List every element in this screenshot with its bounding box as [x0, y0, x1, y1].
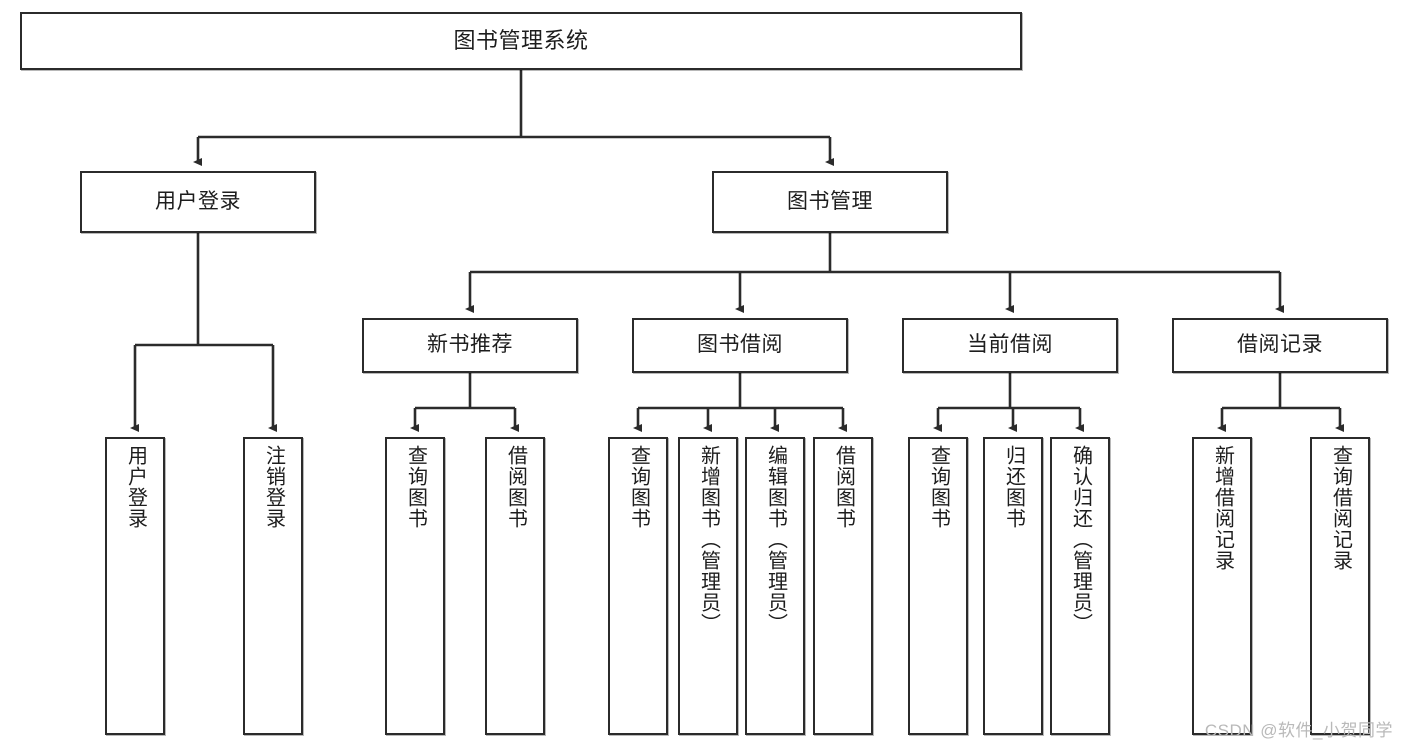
node-label: 图书管理 [787, 189, 873, 213]
node-label: 新增借阅记录 [1211, 445, 1234, 571]
node-leaf-user-login[interactable]: 用户登录 [105, 437, 165, 735]
node-label: 借阅图书 [504, 445, 527, 529]
watermark-text: CSDN @软件_小贺同学 [1204, 721, 1393, 740]
node-leaf-add-borrow-record[interactable]: 新增借阅记录 [1192, 437, 1252, 735]
node-label: 查询图书 [627, 445, 650, 529]
node-leaf-logout-login[interactable]: 注销登录 [243, 437, 303, 735]
node-label: 新书推荐 [427, 333, 513, 357]
node-label: 用户登录 [124, 445, 147, 529]
node-label: 图书管理系统 [453, 28, 589, 54]
node-label: 图书借阅 [697, 333, 783, 357]
node-book-borrow[interactable]: 图书借阅 [632, 318, 848, 373]
node-label: 当前借阅 [967, 333, 1053, 357]
node-label: 查询图书 [404, 445, 427, 529]
node-label: 编辑图书（管理员） [764, 445, 787, 634]
node-label: 借阅图书 [832, 445, 855, 529]
node-book-manage[interactable]: 图书管理 [712, 171, 948, 233]
node-new-book-recommend[interactable]: 新书推荐 [362, 318, 578, 373]
node-label: 借阅记录 [1237, 333, 1323, 357]
node-leaf-borrow-book-1[interactable]: 借阅图书 [485, 437, 545, 735]
node-current-borrow[interactable]: 当前借阅 [902, 318, 1118, 373]
node-leaf-borrow-book-2[interactable]: 借阅图书 [813, 437, 873, 735]
node-label: 查询图书 [927, 445, 950, 529]
node-leaf-return-book[interactable]: 归还图书 [983, 437, 1043, 735]
node-label: 注销登录 [262, 445, 285, 529]
node-borrow-record[interactable]: 借阅记录 [1172, 318, 1388, 373]
node-leaf-query-book-2[interactable]: 查询图书 [608, 437, 668, 735]
node-label: 确认归还（管理员） [1069, 445, 1092, 634]
node-user-login[interactable]: 用户登录 [80, 171, 316, 233]
node-leaf-query-book-1[interactable]: 查询图书 [385, 437, 445, 735]
node-leaf-confirm-return-admin[interactable]: 确认归还（管理员） [1050, 437, 1110, 735]
node-leaf-add-book-admin[interactable]: 新增图书（管理员） [678, 437, 738, 735]
node-label: 归还图书 [1002, 445, 1025, 529]
node-label: 用户登录 [155, 189, 241, 213]
node-root-system[interactable]: 图书管理系统 [20, 12, 1022, 70]
node-leaf-edit-book-admin[interactable]: 编辑图书（管理员） [745, 437, 805, 735]
node-label: 新增图书（管理员） [697, 445, 720, 634]
node-leaf-query-borrow-record[interactable]: 查询借阅记录 [1310, 437, 1370, 735]
node-label: 查询借阅记录 [1329, 445, 1352, 571]
node-leaf-query-book-3[interactable]: 查询图书 [908, 437, 968, 735]
